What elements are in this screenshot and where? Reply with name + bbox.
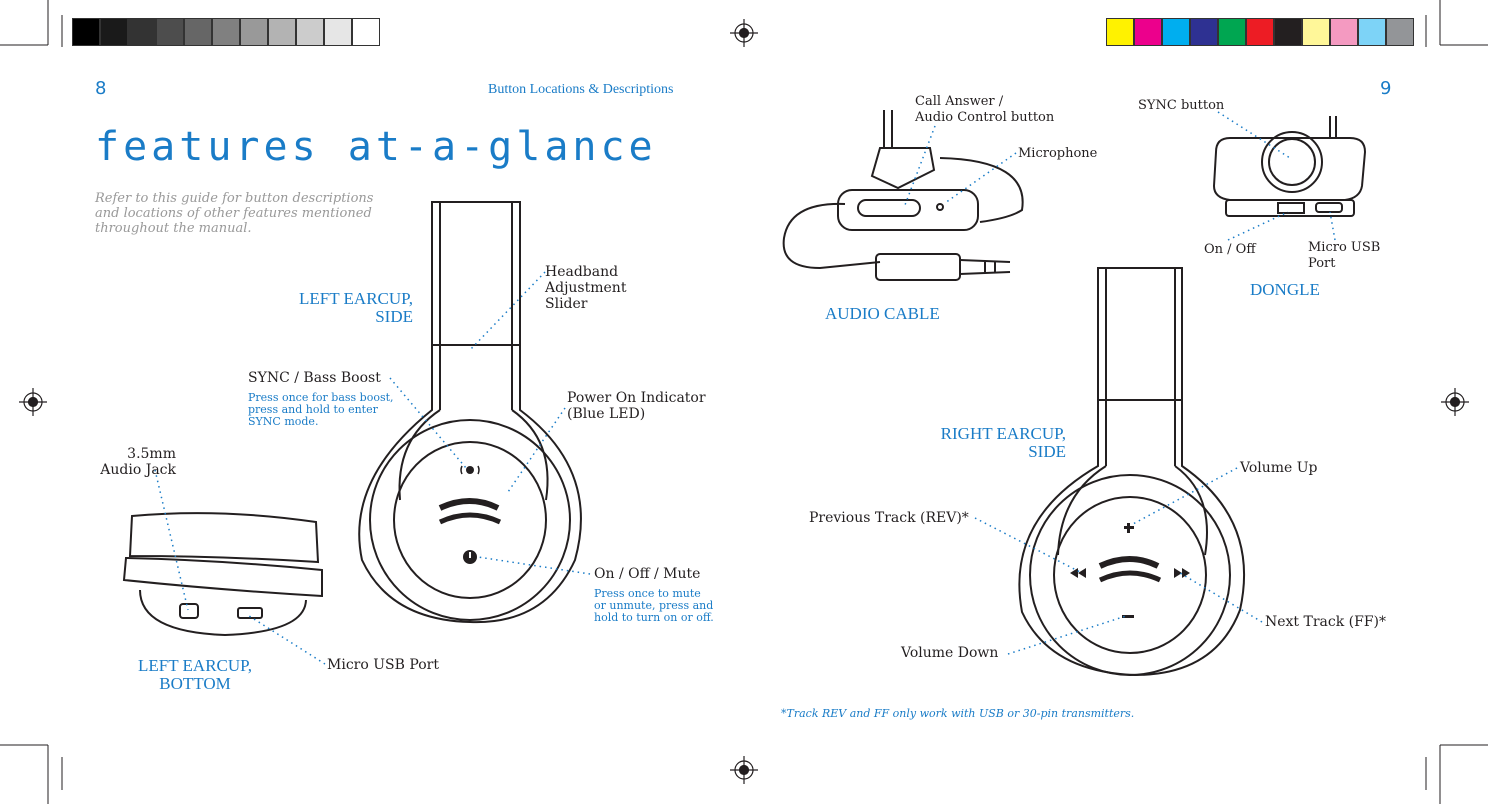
audio-cable-drawing (782, 110, 1024, 281)
registration-mark-icon (19, 19, 1469, 784)
intro-text: Refer to this guide for button descripti… (95, 191, 374, 236)
color-swatch (212, 18, 240, 46)
left-earcup-side-drawing (358, 201, 582, 624)
page-number-right: 9 (1380, 78, 1392, 99)
section-right-earcup-side: RIGHT EARCUP,SIDE (940, 424, 1066, 461)
color-swatch (268, 18, 296, 46)
label-on-off-mute: On / Off / Mute (594, 566, 701, 582)
color-swatch (1302, 18, 1330, 46)
minus-icon (1122, 615, 1134, 618)
color-swatch (128, 18, 156, 46)
color-swatch (1358, 18, 1386, 46)
label-micro-usb-left: Micro USB Port (327, 657, 439, 673)
color-swatch (1386, 18, 1414, 46)
power-icon (463, 550, 477, 564)
leader-lines (154, 111, 1336, 665)
desc-sync-bass: Press once for bass boost,press and hold… (248, 391, 394, 428)
color-swatch (352, 18, 380, 46)
section-dongle: DONGLE (1250, 280, 1320, 299)
rewind-icon (1070, 568, 1086, 578)
section-left-earcup-bottom: LEFT EARCUP,BOTTOM (138, 656, 252, 693)
color-swatch (240, 18, 268, 46)
color-swatch (72, 18, 100, 46)
color-swatch (1218, 18, 1246, 46)
dongle-drawing (1212, 116, 1367, 217)
label-next-track: Next Track (FF)* (1265, 614, 1387, 630)
color-swatch (1330, 18, 1358, 46)
label-volume-up: Volume Up (1240, 460, 1318, 476)
color-swatch (1134, 18, 1162, 46)
color-swatch (100, 18, 128, 46)
color-swatch (1246, 18, 1274, 46)
color-swatch (184, 18, 212, 46)
label-dongle-on-off: On / Off (1204, 242, 1256, 257)
page-number-left: 8 (95, 78, 107, 99)
label-sync-button: SYNC button (1138, 98, 1225, 113)
color-swatch (1162, 18, 1190, 46)
right-earcup-side-drawing (1018, 267, 1246, 677)
left-earcup-bottom-drawing (122, 512, 323, 637)
label-sync-bass: SYNC / Bass Boost (248, 370, 381, 386)
color-swatch (1190, 18, 1218, 46)
section-audio-cable: AUDIO CABLE (825, 304, 940, 323)
page-header: Button Locations & Descriptions (488, 82, 674, 97)
color-swatch (324, 18, 352, 46)
section-left-earcup-side: LEFT EARCUP,SIDE (299, 289, 413, 326)
color-swatch (1274, 18, 1302, 46)
color-swatch (156, 18, 184, 46)
fast-forward-icon (1174, 568, 1190, 578)
plus-icon (1124, 523, 1134, 533)
label-previous-track: Previous Track (REV)* (809, 510, 969, 526)
page-title: features at-a-glance (95, 124, 657, 170)
label-microphone: Microphone (1018, 146, 1098, 161)
color-swatch (1106, 18, 1134, 46)
label-volume-down: Volume Down (901, 645, 999, 661)
label-power-indicator: Power On Indicator(Blue LED) (567, 390, 706, 422)
footnote: *Track REV and FF only work with USB or … (781, 707, 1135, 720)
led-icon (460, 465, 480, 475)
color-swatch (296, 18, 324, 46)
label-call-answer: Call Answer /Audio Control button (915, 94, 1055, 125)
